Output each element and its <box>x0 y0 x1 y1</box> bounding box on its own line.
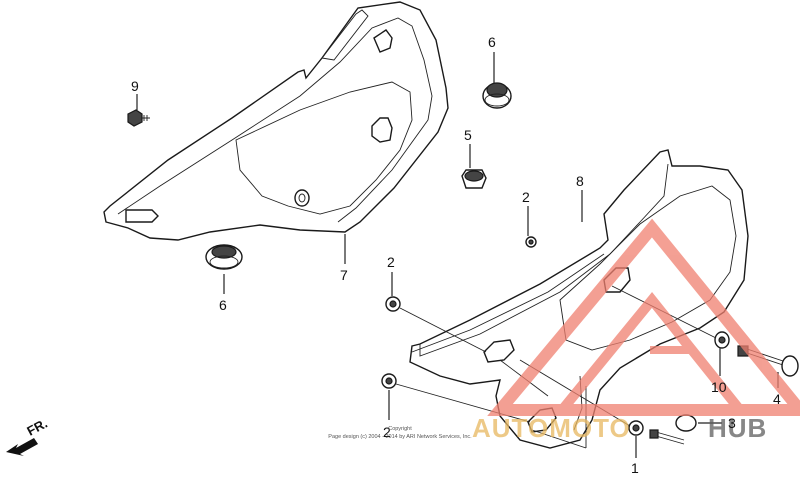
callout-2-middle: 2 <box>387 254 395 270</box>
callout-6-bottom: 6 <box>219 297 227 313</box>
callout-10: 10 <box>711 379 727 395</box>
washer-2-a <box>525 236 537 248</box>
left-side-cover <box>103 1 449 241</box>
watermark-text-automoto: AUTOMOTO <box>472 413 631 443</box>
callout-8: 8 <box>576 173 584 189</box>
callout-7: 7 <box>340 267 348 283</box>
copyright-line-1: Copyright <box>388 426 412 432</box>
callout-9: 9 <box>131 78 139 94</box>
front-arrow-icon <box>6 438 38 456</box>
washer-2-b <box>385 296 401 312</box>
watermark-text-hub: HUB <box>708 413 767 443</box>
washer-2-c <box>381 373 397 389</box>
grommet-5 <box>461 169 487 189</box>
right-side-cover <box>409 149 749 449</box>
callout-2-upper: 2 <box>522 189 530 205</box>
grommet-6-bottom <box>205 244 243 270</box>
callout-3: 3 <box>728 415 736 431</box>
callout-2-lower: 2 <box>383 424 391 440</box>
front-label: FR. <box>24 416 50 439</box>
bolt-3 <box>649 414 697 445</box>
callout-5: 5 <box>464 127 472 143</box>
grommet-6-top <box>482 82 512 109</box>
washer-1 <box>628 420 644 436</box>
callout-4: 4 <box>773 391 781 407</box>
callout-1: 1 <box>631 460 639 476</box>
bolt-9 <box>127 109 150 127</box>
callout-6-top: 6 <box>488 34 496 50</box>
watermark-logo: AUTOMOTO HUB <box>472 218 800 443</box>
copyright-line-2: Page design (c) 2004 - 2014 by ARI Netwo… <box>328 434 472 440</box>
front-direction-indicator: FR. <box>6 416 50 456</box>
washer-10 <box>714 331 730 349</box>
